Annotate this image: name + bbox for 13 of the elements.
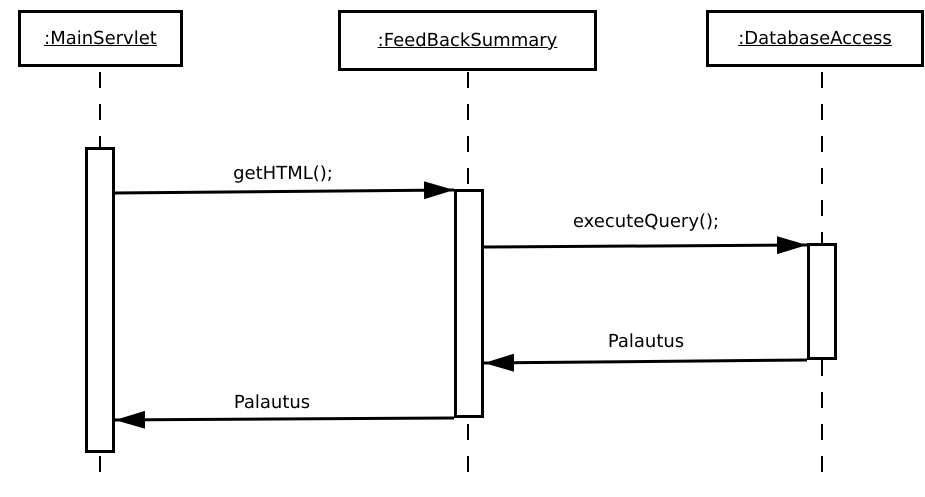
message-arrow [484,236,807,254]
object-box [18,10,183,67]
object-box [338,10,597,71]
object-name: :MainServlet [44,28,157,49]
activation-bar [85,147,115,453]
message-arrow [484,354,808,372]
object-name: :FeedBackSummary [378,30,558,51]
object-box [706,10,924,67]
activation-bar [454,189,484,418]
activation-bar [807,243,837,360]
object-name: :DatabaseAccess [738,28,892,49]
message-arrow [114,181,454,200]
message-arrow [115,410,454,429]
